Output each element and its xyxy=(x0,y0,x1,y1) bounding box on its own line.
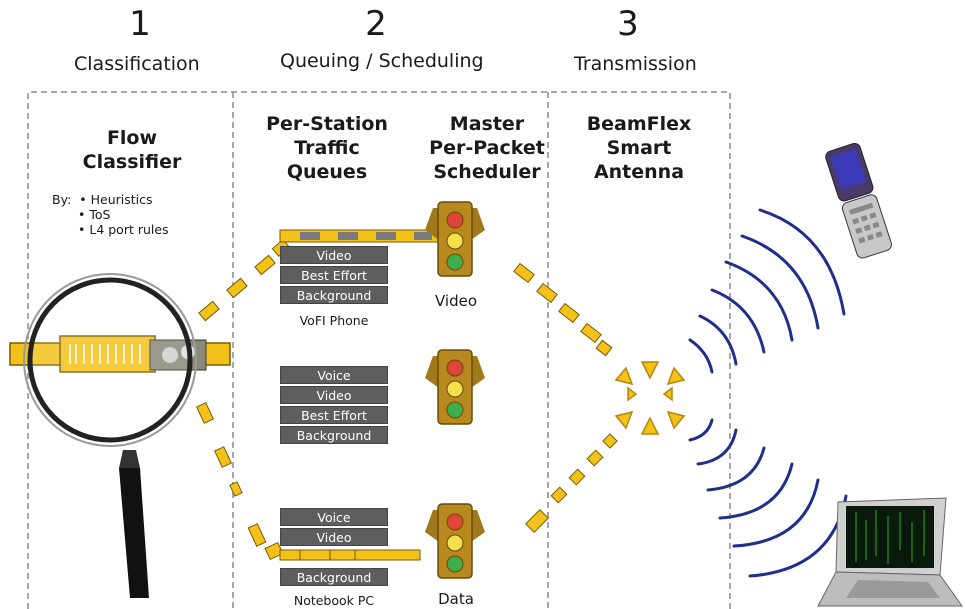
criteria-by-label: By: xyxy=(52,192,72,207)
packet-queue-upper xyxy=(279,229,439,243)
packet-path-lower-left xyxy=(196,402,284,561)
stage-1-number: 1 xyxy=(129,4,151,44)
antenna-heading-line: Antenna xyxy=(593,161,685,183)
traffic-type-label: Video xyxy=(434,292,478,310)
queue-row: Video xyxy=(280,386,388,404)
stage-3-title: Transmission xyxy=(574,53,697,75)
laptop-icon xyxy=(817,497,963,607)
traffic-light-icon xyxy=(425,349,485,425)
queue-row: Voice xyxy=(280,366,388,384)
stage-2-number: 2 xyxy=(365,4,387,44)
station-queue-stack: Video Best Effort Background xyxy=(280,246,388,306)
station-queue-stack: Voice Video Background xyxy=(280,508,388,588)
packet-path-upper-right xyxy=(513,262,613,357)
queues-heading-line: Traffic xyxy=(294,137,360,159)
traffic-light-icon xyxy=(425,503,485,579)
scheduler-heading-line: Scheduler xyxy=(433,161,541,183)
scheduler-heading-line: Per-Packet xyxy=(429,137,545,159)
traffic-type-label: Data xyxy=(438,590,474,608)
stage-frame xyxy=(27,91,731,609)
magnifier-icon xyxy=(23,273,197,598)
classifier-title-line: Classifier xyxy=(82,151,182,173)
incoming-packet-strip xyxy=(9,335,231,373)
classifier-title: Flow Classifier xyxy=(82,126,182,174)
queue-row: Background xyxy=(280,426,388,444)
station-name: VoFI Phone xyxy=(299,313,369,328)
packet-path-upper-left xyxy=(198,238,291,322)
stage-1-title: Classification xyxy=(74,53,200,75)
criteria-item: Heuristics xyxy=(90,192,153,207)
antenna-icon xyxy=(614,361,686,435)
station-name: Notebook PC xyxy=(293,593,375,608)
queues-heading: Per-Station Traffic Queues xyxy=(262,112,392,184)
scheduler-heading: Master Per-Packet Scheduler xyxy=(422,112,552,184)
criteria-item: ToS xyxy=(89,207,111,222)
wave-arcs-lower xyxy=(688,418,848,578)
queue-row: Background xyxy=(280,568,388,586)
classifier-criteria: By: • Heuristics • ToS • L4 port rules xyxy=(52,192,169,237)
criteria-item: L4 port rules xyxy=(89,222,169,237)
queue-row: Video xyxy=(280,528,388,546)
queue-row: Video xyxy=(280,246,388,264)
scheduler-heading-line: Master xyxy=(449,113,525,135)
queue-row: Best Effort xyxy=(280,406,388,424)
classifier-title-line: Flow xyxy=(106,127,158,149)
queue-row: Best Effort xyxy=(280,266,388,284)
stage-2-title: Queuing / Scheduling xyxy=(280,50,484,72)
antenna-heading: BeamFlex Smart Antenna xyxy=(574,112,704,184)
stage-3-number: 3 xyxy=(617,4,639,44)
packet-path-lower-right xyxy=(524,433,618,534)
wave-arcs-upper xyxy=(688,208,846,374)
antenna-heading-line: Smart xyxy=(606,137,672,159)
queue-row: Background xyxy=(280,286,388,304)
queue-row-gap xyxy=(280,548,388,566)
queue-row: Voice xyxy=(280,508,388,526)
station-queue-stack: Voice Video Best Effort Background xyxy=(280,366,388,446)
packet-queue-lower xyxy=(279,549,421,561)
antenna-heading-line: BeamFlex xyxy=(586,113,692,135)
phone-icon xyxy=(825,142,892,259)
queues-heading-line: Per-Station xyxy=(266,113,388,135)
traffic-light-icon xyxy=(425,201,485,277)
queues-heading-line: Queues xyxy=(286,161,368,183)
